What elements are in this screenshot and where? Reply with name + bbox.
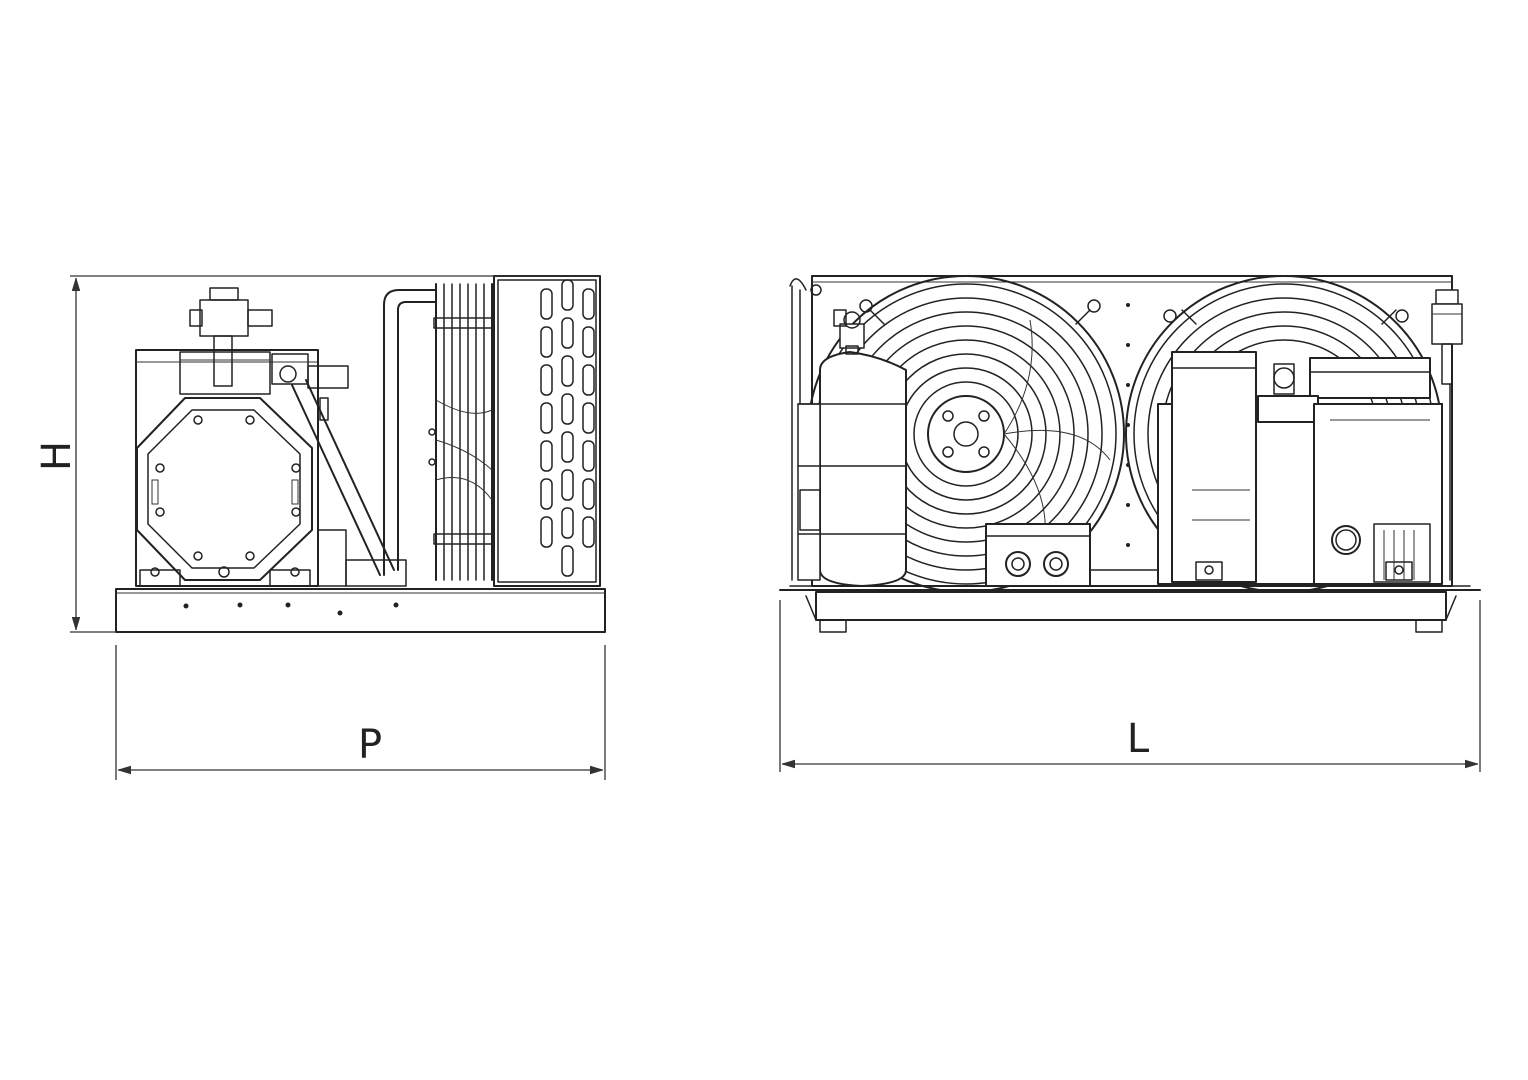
height-dimension: H <box>34 278 80 630</box>
side-top-valve <box>189 287 273 387</box>
front-extension-lines <box>779 600 1481 772</box>
front-base-frame <box>779 585 1481 633</box>
length-dimension: L <box>782 716 1478 764</box>
side-view: H P <box>34 275 606 780</box>
side-fan-guard <box>428 283 495 581</box>
side-receiver <box>317 529 407 587</box>
length-dimension-label: L <box>1127 716 1150 762</box>
front-receiver-tank <box>797 309 907 587</box>
front-compressor <box>1157 351 1443 585</box>
side-condenser-coil <box>493 275 601 587</box>
side-extension-lines <box>70 275 606 780</box>
side-compressor <box>135 349 319 587</box>
side-diagonal-pipe <box>291 379 395 576</box>
front-right-valve <box>1431 289 1463 581</box>
depth-dimension-label: P <box>358 722 382 768</box>
depth-dimension: P <box>118 722 603 770</box>
side-u-pipe <box>383 289 437 576</box>
front-junction-box <box>985 523 1161 587</box>
height-dimension-label: H <box>34 441 80 471</box>
side-base-frame <box>115 588 606 633</box>
front-view: L <box>779 275 1481 772</box>
side-service-valve <box>271 353 349 421</box>
